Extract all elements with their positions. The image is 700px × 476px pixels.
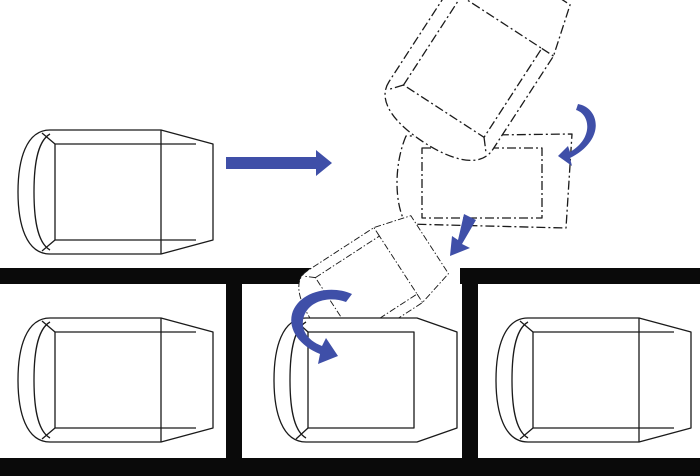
bay-divider-1 — [226, 268, 242, 476]
curved-rotation-arrow-icon — [558, 104, 596, 166]
car-start-position — [17, 129, 214, 255]
parking-bays — [0, 268, 700, 476]
parked-car-right — [495, 317, 692, 443]
curb-wall-right — [460, 268, 700, 284]
bay-divider-2 — [462, 268, 478, 476]
bay-bottom-wall — [0, 458, 700, 476]
diagonal-down-arrow-icon — [450, 214, 476, 256]
parked-car-left — [17, 317, 214, 443]
curb-wall-left — [0, 268, 338, 284]
curved-rotation-arrow-icon — [291, 289, 352, 364]
right-arrow-icon — [226, 150, 332, 176]
